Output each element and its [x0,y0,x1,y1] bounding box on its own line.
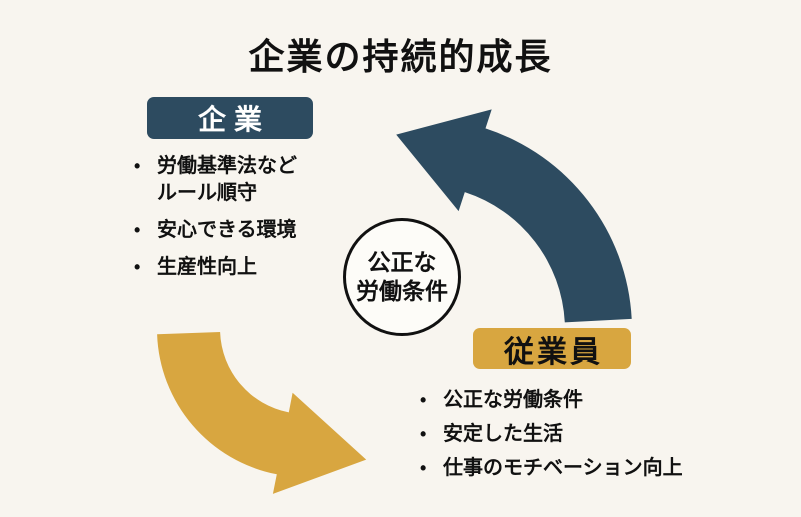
company-bullet-text: 生産性向上 [157,256,257,278]
employee-bullet-text: 安定した生活 [443,423,563,445]
company-bullet-text: 安心できる環境 [157,219,297,241]
bullet-icon: • [420,390,427,410]
company-bullet-text: ルール順守 [157,182,257,204]
bullet-icon: • [420,424,427,444]
bullet-icon: • [134,257,141,277]
employee-bullet-text: 仕事のモチベーション向上 [443,457,683,479]
employee-bullet-item: • 安定した生活 [418,424,683,445]
bullet-icon: • [134,220,141,240]
company-label: 企業 [147,97,313,139]
company-bullet-item: • 労働基準法など ルール順守 [132,153,297,207]
employee-bullet-item: • 仕事のモチベーション向上 [418,458,683,479]
center-badge-line2: 労働条件 [356,278,448,304]
center-badge-line1: 公正な [367,249,437,275]
company-bullet-item: • 生産性向上 [132,254,297,281]
company-bullet-list: • 労働基準法など ルール順守 • 安心できる環境 • 生産性向上 [132,153,297,291]
bullet-icon: • [420,458,427,478]
employee-label-text: 従業員 [504,335,603,369]
company-bullet-text: 労働基準法など [157,155,297,177]
company-bullet-item: • 安心できる環境 [132,217,297,244]
cycle-arrow-to-company-icon [396,109,632,323]
bullet-icon: • [134,156,141,176]
cycle-arrow-to-employee-icon [157,332,367,494]
company-label-text: 企業 [197,104,270,135]
employee-bullet-list: • 公正な労働条件 • 安定した生活 • 仕事のモチベーション向上 [418,390,683,492]
diagram-title: 企業の持続的成長 [248,36,553,77]
employee-bullet-text: 公正な労働条件 [443,389,583,411]
center-condition-badge: 公正な 労働条件 [343,218,461,336]
employee-bullet-item: • 公正な労働条件 [418,390,683,411]
employee-label: 従業員 [473,328,631,369]
